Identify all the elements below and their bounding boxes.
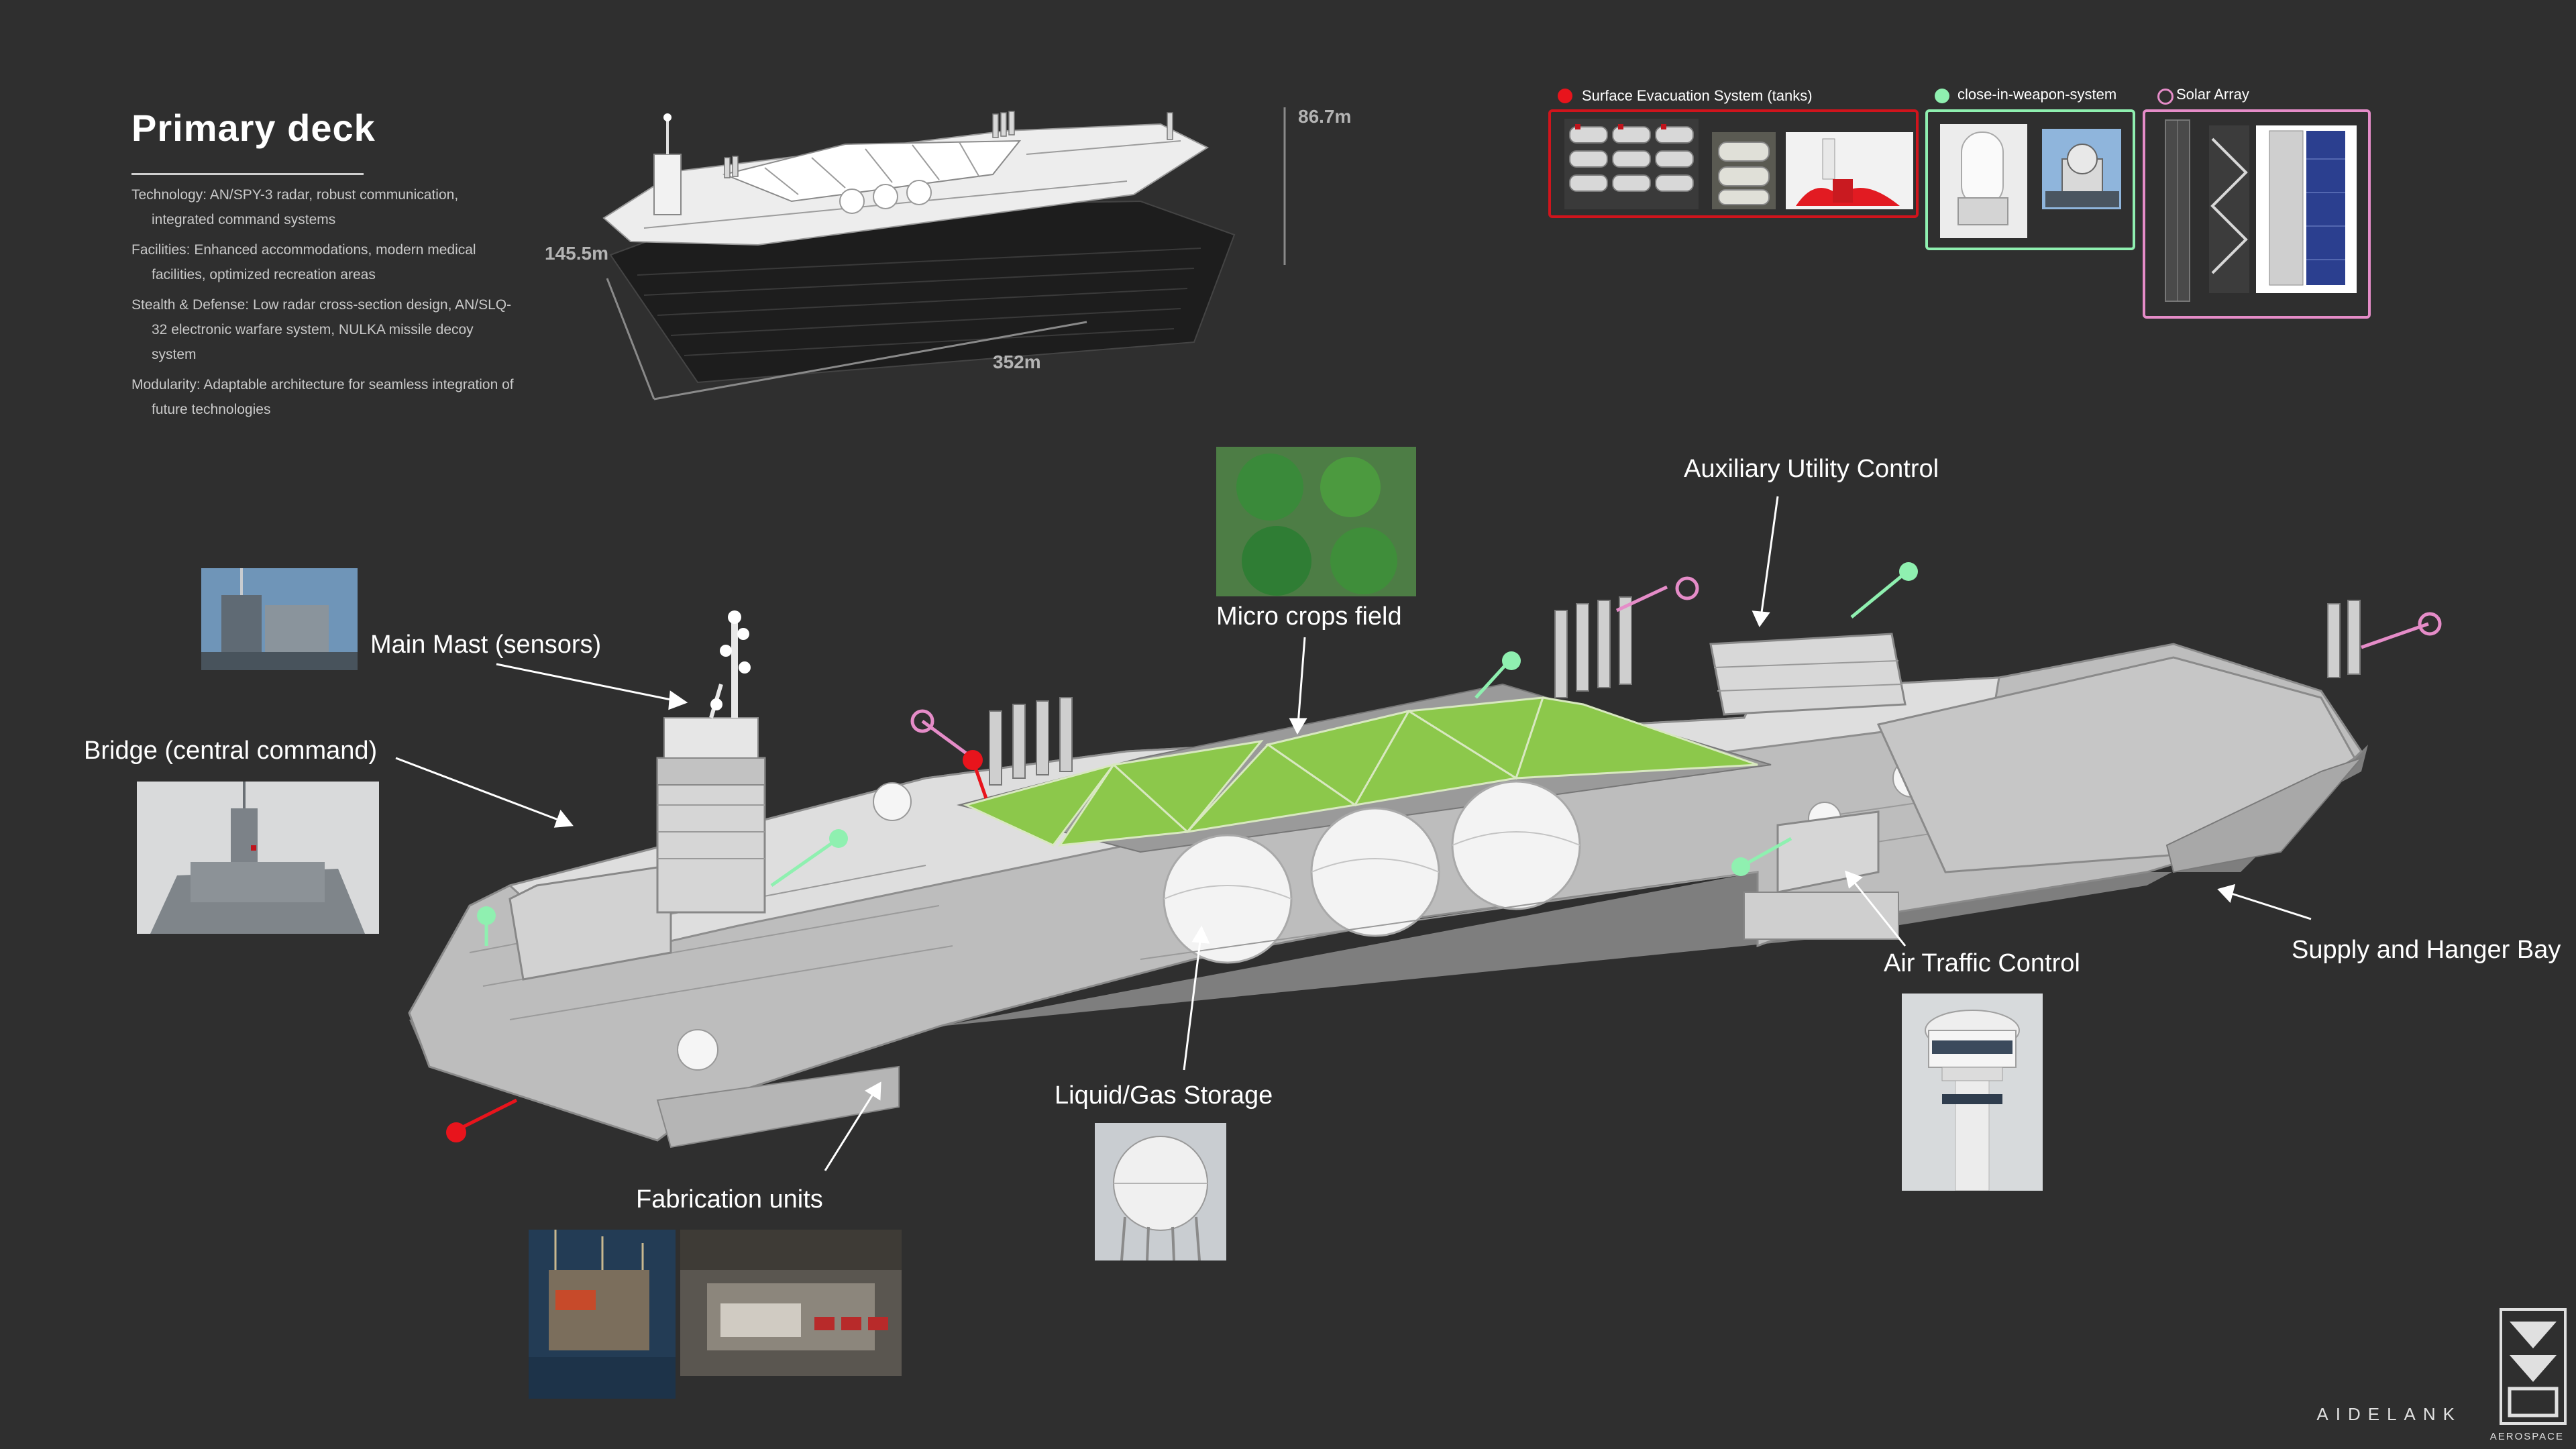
solar-legend-dot <box>2157 89 2174 105</box>
evacuation-legend-label: Surface Evacuation System (tanks) <box>1582 87 1813 104</box>
ciws-legend-box <box>1925 109 2135 250</box>
liquid-gas-photo <box>1095 1123 1226 1260</box>
solar-legend-box <box>2143 109 2371 319</box>
callout-micro-crops: Micro crops field <box>1216 602 1402 631</box>
air-traffic-photo <box>1902 994 2043 1191</box>
dimension-height: 86.7m <box>1298 106 1352 127</box>
spec-stealth-defense: Stealth & Defense: Low radar cross-secti… <box>131 297 512 362</box>
micro-crops-photo <box>1216 447 1416 596</box>
ciws-images <box>1940 124 2121 238</box>
spec-modularity: Modularity: Adaptable architecture for s… <box>131 377 514 417</box>
brand-sub: AEROSPACE <box>2489 1431 2564 1442</box>
dimension-length: 352m <box>993 352 1041 372</box>
ciws-legend-dot <box>1935 89 1949 103</box>
evacuation-tanks-images <box>1564 119 1913 209</box>
callout-air-traffic: Air Traffic Control <box>1884 949 2080 977</box>
spec-facilities: Facilities: Enhanced accommodations, mod… <box>131 242 476 282</box>
spec-technology: Technology: AN/SPY-3 radar, robust commu… <box>131 187 459 227</box>
brand-logo-icon <box>2500 1308 2567 1425</box>
brand-name: AIDELANK <box>2316 1404 2462 1424</box>
callout-auxiliary-utility: Auxiliary Utility Control <box>1684 455 1939 483</box>
page-title: Primary deck <box>131 107 376 149</box>
fabrication-photo-factory <box>680 1230 902 1376</box>
fabrication-photo-rig <box>529 1230 676 1399</box>
callout-supply-hangar: Supply and Hanger Bay <box>2292 936 2561 964</box>
callout-main-mast: Main Mast (sensors) <box>370 631 602 659</box>
solar-array-images <box>2165 119 2357 302</box>
main-mast-photo <box>201 568 358 670</box>
callout-liquid-gas: Liquid/Gas Storage <box>1055 1081 1273 1110</box>
ciws-legend-label: close-in-weapon-system <box>1957 86 2117 103</box>
callout-fabrication: Fabrication units <box>636 1185 823 1214</box>
evacuation-legend-dot <box>1558 89 1572 103</box>
bridge-photo <box>137 782 379 934</box>
overview-ship-diagram <box>602 107 1286 400</box>
solar-legend-label: Solar Array <box>2176 86 2249 103</box>
title-divider <box>131 173 364 175</box>
dimension-width: 145.5m <box>545 243 608 264</box>
evacuation-legend-box <box>1548 109 1919 218</box>
callout-bridge: Bridge (central command) <box>84 737 378 765</box>
